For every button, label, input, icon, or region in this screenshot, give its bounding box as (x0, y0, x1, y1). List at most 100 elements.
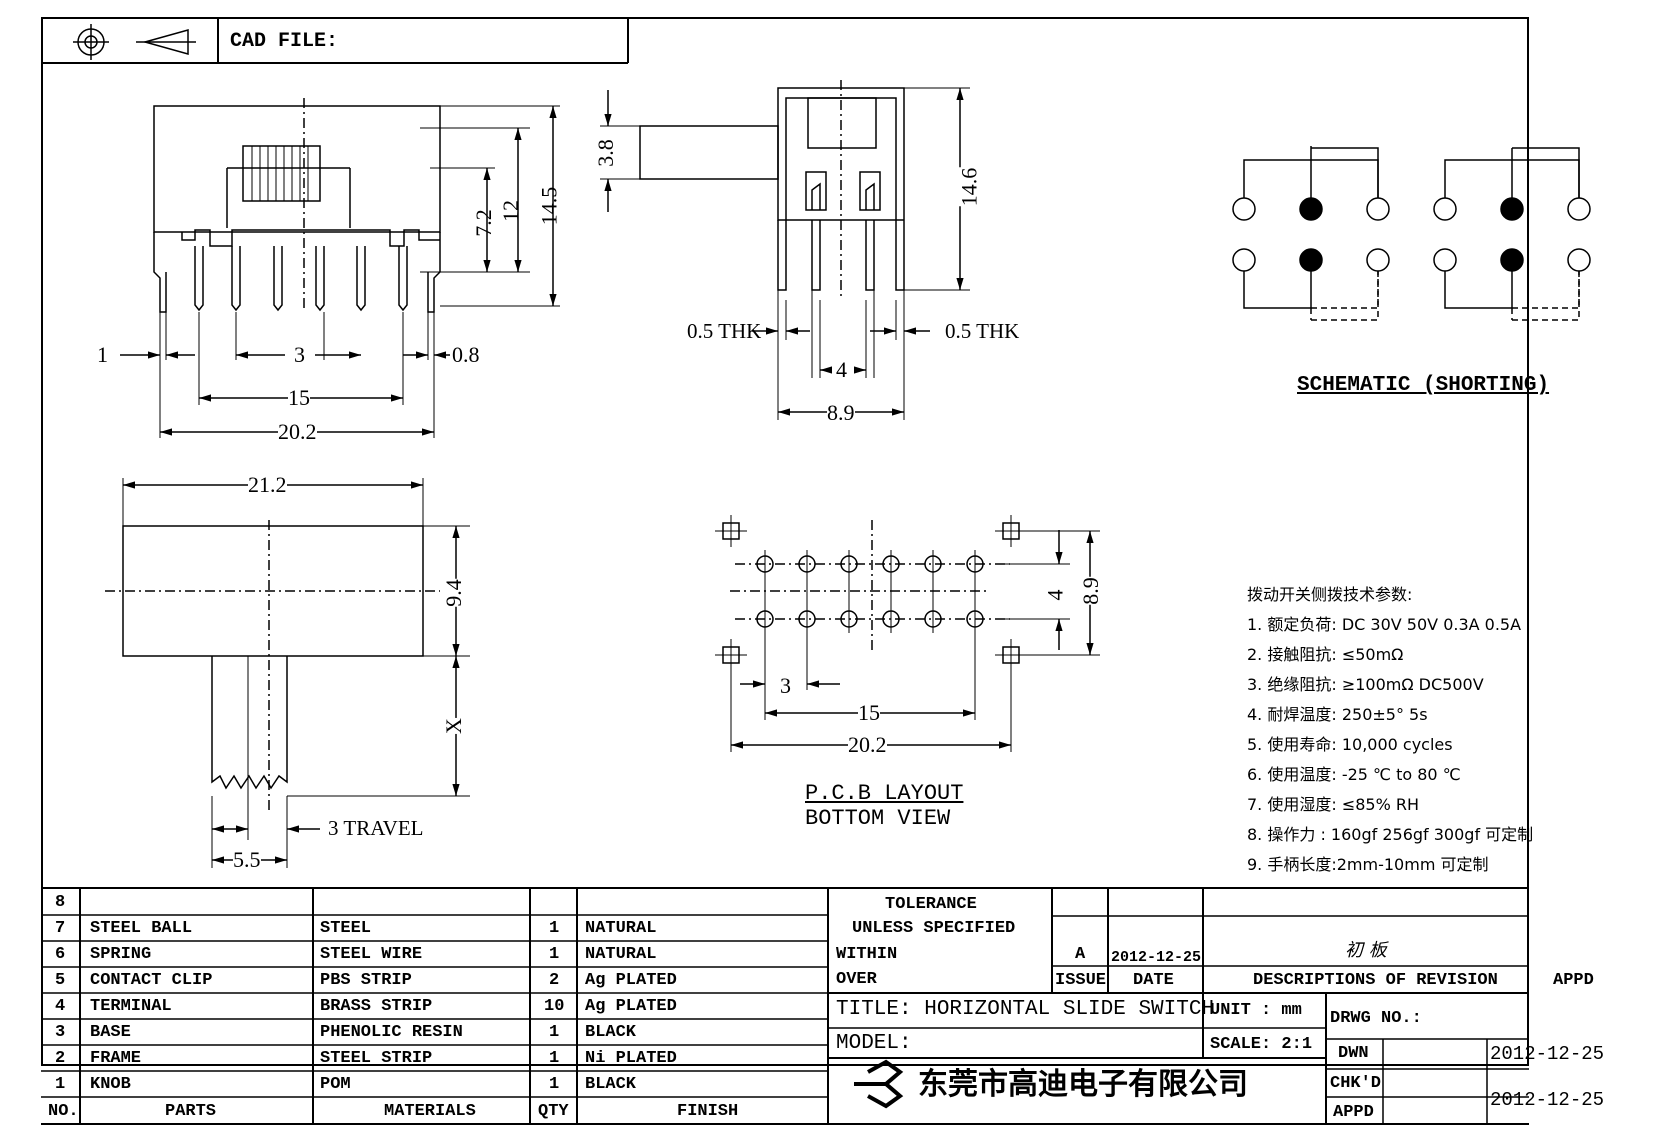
drawing-number-label: DRWG NO.: (1330, 1009, 1422, 1028)
bom-finish: Ag PLATED (585, 971, 677, 990)
dim-0-8: 0.8 (452, 342, 480, 367)
pcb-layout-label: P.C.B LAYOUT (805, 781, 964, 806)
dim-travel: 3 TRAVEL (328, 816, 424, 840)
bom-qty: 2 (549, 971, 560, 990)
bom-finish: BLACK (585, 1023, 637, 1042)
schematic-diagram (1232, 146, 1591, 321)
bom-material: PBS STRIP (320, 971, 412, 990)
bom-qty: 1 (549, 1049, 560, 1068)
bom-finish: NATURAL (585, 919, 657, 938)
revision-description: 初 板 (1345, 940, 1387, 961)
within-label: WITHIN (836, 945, 898, 964)
pcb-dim-3: 3 (780, 673, 791, 698)
bom-part: FRAME (90, 1049, 142, 1068)
date-label: DATE (1133, 971, 1174, 990)
dim-3-8: 3.8 (592, 139, 618, 167)
dim-7-2: 7.2 (470, 209, 496, 237)
model-label: MODEL: (836, 1032, 912, 1055)
bom-qty: 1 (549, 1023, 560, 1042)
spec-item: 9. 手柄长度:2mm-10mm 可定制 (1247, 855, 1489, 874)
bom-finish: Ag PLATED (585, 997, 677, 1016)
bom-header-no: NO. (48, 1102, 79, 1121)
spec-item: 4. 耐焊温度: 250±5° 5s (1247, 705, 1428, 724)
spec-item: 5. 使用寿命: 10,000 cycles (1247, 735, 1453, 754)
dim-12: 12 (498, 200, 523, 222)
bom-header-qty: QTY (538, 1102, 569, 1121)
dim-1: 1 (97, 342, 108, 367)
issue-date: 2012-12-25 (1111, 949, 1202, 966)
dim-thk-left: 0.5 THK (687, 319, 762, 343)
pcb-dim-20-2: 20.2 (848, 732, 887, 757)
company-name: 东莞市高迪电子有限公司 (918, 1067, 1248, 1102)
front-view (120, 98, 560, 438)
pcb-dim-8-9: 8.9 (1077, 577, 1103, 605)
dim-5-5: 5.5 (233, 847, 261, 872)
bom-no: 2 (55, 1049, 66, 1068)
spec-item: 6. 使用温度: -25 ℃ to 80 ℃ (1247, 765, 1461, 784)
dim-3: 3 (294, 342, 305, 367)
bom-part: BASE (90, 1023, 131, 1042)
over-label: OVER (836, 970, 877, 989)
bom-part: CONTACT CLIP (90, 971, 213, 990)
bom-finish: BLACK (585, 1075, 637, 1094)
bom-qty: 1 (549, 945, 560, 964)
issue-label: ISSUE (1055, 971, 1107, 990)
bom-header-finish: FINISH (677, 1102, 739, 1121)
bom-material: STEEL STRIP (320, 1049, 433, 1068)
pcb-dim-4: 4 (1042, 589, 1068, 601)
dim-14-5: 14.5 (536, 186, 562, 226)
bom-material: PHENOLIC RESIN (320, 1023, 463, 1042)
dim-4: 4 (836, 357, 847, 382)
projection-symbol-icon (73, 24, 196, 60)
appd-label: APPD (1333, 1103, 1374, 1122)
bom-qty: 10 (544, 997, 565, 1016)
spec-item: 3. 绝缘阻抗: ≥100mΩ DC500V (1247, 675, 1484, 694)
bom-part: KNOB (90, 1075, 131, 1094)
company-logo-icon (854, 1059, 904, 1109)
description-label: DESCRIPTIONS OF REVISION (1253, 971, 1498, 990)
bom-no: 4 (55, 997, 66, 1016)
dim-x: X (440, 718, 466, 734)
bom-part: SPRING (90, 945, 152, 964)
bom-no: 7 (55, 919, 66, 938)
tolerance-label: TOLERANCE (885, 895, 977, 914)
bom-header-materials: MATERIALS (384, 1102, 476, 1121)
bom-table-grid (41, 887, 1536, 1125)
dim-21-2: 21.2 (248, 472, 287, 497)
cad-file-label: CAD FILE: (230, 30, 339, 53)
drawing-title: TITLE: HORIZONTAL SLIDE SWITCH (836, 998, 1215, 1021)
bom-no: 1 (55, 1075, 66, 1094)
top-view (105, 478, 470, 868)
chk-date: 2012-12-25 (1490, 1089, 1605, 1111)
issue-value: A (1075, 945, 1086, 964)
dwn-date: 2012-12-25 (1490, 1043, 1605, 1065)
bom-no: 5 (55, 971, 66, 990)
side-view (600, 80, 970, 420)
spec-item: 7. 使用湿度: ≤85% RH (1247, 795, 1420, 814)
bom-finish: Ni PLATED (585, 1049, 677, 1068)
specs-title: 拨动开关侧拨技术参数: (1247, 585, 1413, 604)
pcb-layout (715, 515, 1100, 752)
bom-no: 6 (55, 945, 66, 964)
spec-item: 1. 额定负荷: DC 30V 50V 0.3A 0.5A (1247, 615, 1522, 634)
bottom-view-label: BOTTOM VIEW (805, 806, 951, 831)
bom-material: POM (320, 1075, 351, 1094)
chkd-label: CHK'D (1330, 1074, 1382, 1093)
bom-finish: NATURAL (585, 945, 657, 964)
bom-material: STEEL (320, 919, 372, 938)
bom-no: 8 (55, 893, 66, 912)
dim-8-9: 8.9 (827, 400, 855, 425)
unit-label: UNIT : mm (1210, 1001, 1302, 1020)
bom-material: STEEL WIRE (320, 945, 423, 964)
spec-item: 2. 接触阻抗: ≤50mΩ (1247, 645, 1404, 664)
dim-14-6: 14.6 (956, 167, 982, 207)
schematic-label: SCHEMATIC (SHORTING) (1297, 374, 1550, 397)
drawing-frame (41, 17, 1529, 1066)
dim-20-2: 20.2 (278, 419, 317, 444)
scale-label: SCALE: 2:1 (1210, 1035, 1313, 1054)
dim-9-4: 9.4 (440, 579, 466, 607)
spec-item: 8. 操作力 : 160gf 256gf 300gf 可定制 (1247, 825, 1534, 844)
bom-no: 3 (55, 1023, 66, 1042)
dim-thk-right: 0.5 THK (945, 319, 1020, 343)
